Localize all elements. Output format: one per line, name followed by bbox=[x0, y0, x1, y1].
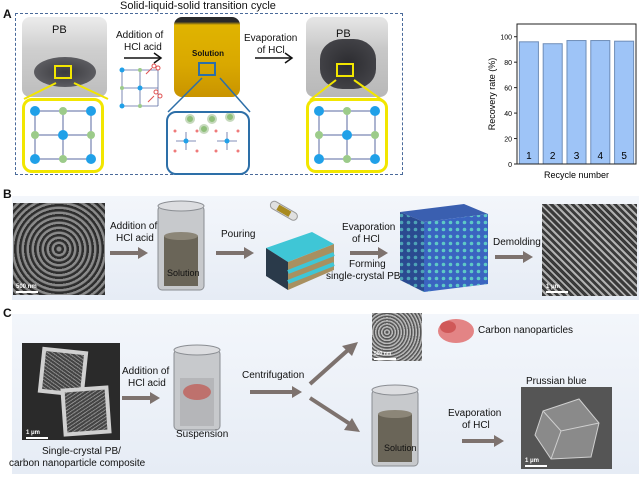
beaker-suspension-icon bbox=[173, 344, 221, 431]
bar-label-2: 2 bbox=[550, 151, 556, 162]
bar-4 bbox=[590, 40, 611, 165]
c-step-centrifugation: Centrifugation bbox=[242, 370, 305, 381]
pb-photo-2 bbox=[306, 17, 388, 97]
bar-3 bbox=[566, 40, 587, 165]
template-mold-icon bbox=[266, 200, 335, 290]
cut-lattice-icon bbox=[119, 63, 163, 109]
beaker-solution-icon bbox=[157, 200, 205, 291]
panel-letter-c: C bbox=[3, 306, 12, 320]
carbon-cluster-icon bbox=[438, 319, 474, 343]
beaker-label-solution-c: Solution bbox=[384, 443, 417, 453]
lattice-icon bbox=[314, 106, 380, 164]
solution-photo-label: Solution bbox=[192, 49, 224, 58]
pb-label-2: PB bbox=[336, 28, 351, 40]
sem-image-prussian-blue bbox=[521, 387, 612, 469]
panel-letter-a: A bbox=[3, 7, 12, 21]
y-tick-label-80: 80 bbox=[504, 60, 512, 67]
zoom-lines-2 bbox=[167, 77, 251, 113]
arrow-right-icon bbox=[350, 247, 388, 259]
composite-label-l2: carbon nanoparticle composite bbox=[9, 458, 146, 469]
scale-bar-1um: 1 μm bbox=[525, 458, 547, 467]
step-addition-label-l1: Addition of bbox=[116, 30, 164, 41]
bar-2 bbox=[542, 43, 563, 165]
arrow-right-icon bbox=[110, 247, 148, 259]
pb-photo-1 bbox=[22, 17, 107, 97]
scale-bar-1um: 1 μm bbox=[26, 430, 48, 439]
b-step-evap-l2: of HCl bbox=[352, 234, 380, 245]
zoom-lines-1 bbox=[23, 82, 109, 100]
pb-label-1: PB bbox=[52, 24, 67, 36]
scale-bar-500nm: 500 nm bbox=[374, 351, 396, 360]
b-step-demolding: Demolding bbox=[493, 237, 541, 248]
y-tick-label-0: 0 bbox=[508, 162, 512, 169]
cycle-title: Solid-liquid-solid transition cycle bbox=[120, 0, 276, 12]
step-evaporation-label-l2: of HCl bbox=[257, 45, 285, 56]
bar-label-1: 1 bbox=[526, 151, 532, 162]
arrow-right-icon bbox=[216, 247, 254, 259]
beaker-solution-icon bbox=[371, 384, 419, 467]
bar-label-5: 5 bbox=[621, 151, 627, 162]
scale-bar-500nm: 500 nm bbox=[16, 284, 38, 293]
scale-bar-1um: 1 μm bbox=[546, 284, 568, 293]
prussian-blue-label: Prussian blue bbox=[526, 376, 587, 387]
b-step-evap-l1: Evaporation bbox=[342, 222, 396, 233]
arrow-right-icon bbox=[124, 52, 163, 64]
sem-image-single-crystal-pb bbox=[542, 204, 637, 296]
lattice-icon bbox=[30, 106, 96, 164]
solution-photo bbox=[174, 17, 240, 97]
b-step-addition-l2: HCl acid bbox=[116, 233, 154, 244]
arrow-right-icon bbox=[495, 251, 533, 263]
composite-label-l1: Single-crystal PB/ bbox=[42, 446, 121, 457]
b-step-addition-l1: Addition of bbox=[110, 221, 158, 232]
zoom-lines-3 bbox=[309, 79, 383, 101]
panel-letter-b: B bbox=[3, 187, 12, 201]
pb-lattice-zoom-2 bbox=[306, 98, 388, 173]
plot-frame bbox=[516, 23, 637, 165]
bar-5 bbox=[614, 40, 635, 165]
bar-label-3: 3 bbox=[574, 151, 580, 162]
b-step-evap-l4: single-crystal PB bbox=[326, 271, 401, 282]
carbon-nanoparticles-label: Carbon nanoparticles bbox=[478, 325, 574, 336]
y-axis-label: Recovery rate (%) bbox=[487, 58, 497, 131]
x-axis-label: Recycle number bbox=[544, 170, 609, 180]
c-step-addition-l1: Addition of bbox=[122, 366, 170, 377]
sem-image-porous-cube bbox=[13, 203, 105, 295]
y-tick-label-20: 20 bbox=[504, 137, 512, 144]
arrow-right-icon bbox=[462, 435, 504, 447]
ions-icon bbox=[173, 112, 240, 153]
b-step-pouring: Pouring bbox=[221, 229, 256, 240]
bar-label-4: 4 bbox=[598, 151, 604, 162]
arrow-right-icon bbox=[255, 52, 294, 64]
arrow-right-icon bbox=[250, 386, 302, 398]
step-evaporation-label-l1: Evaporation bbox=[244, 33, 298, 44]
beaker-label-solution: Solution bbox=[167, 268, 200, 278]
y-tick-label-100: 100 bbox=[500, 35, 512, 42]
pb-lattice-zoom-1 bbox=[22, 98, 104, 173]
sem-image-composite bbox=[22, 343, 120, 440]
b-step-evap-l3: Forming bbox=[349, 259, 386, 270]
bar-1 bbox=[518, 41, 539, 165]
c-step-addition-l2: HCl acid bbox=[128, 378, 166, 389]
c-step-evap-l2: of HCl bbox=[462, 420, 490, 431]
solution-ions-zoom bbox=[166, 111, 250, 175]
c-step-evap-l1: Evaporation bbox=[448, 408, 502, 419]
pb-crystal-cube-icon bbox=[400, 204, 488, 292]
arrow-right-icon bbox=[122, 392, 160, 404]
beaker-label-suspension: Suspension bbox=[176, 429, 229, 440]
y-tick-label-40: 40 bbox=[504, 111, 512, 118]
branch-arrows-icon bbox=[308, 342, 360, 432]
y-tick-label-60: 60 bbox=[504, 86, 512, 93]
step-addition-label-l2: HCl acid bbox=[124, 42, 162, 53]
